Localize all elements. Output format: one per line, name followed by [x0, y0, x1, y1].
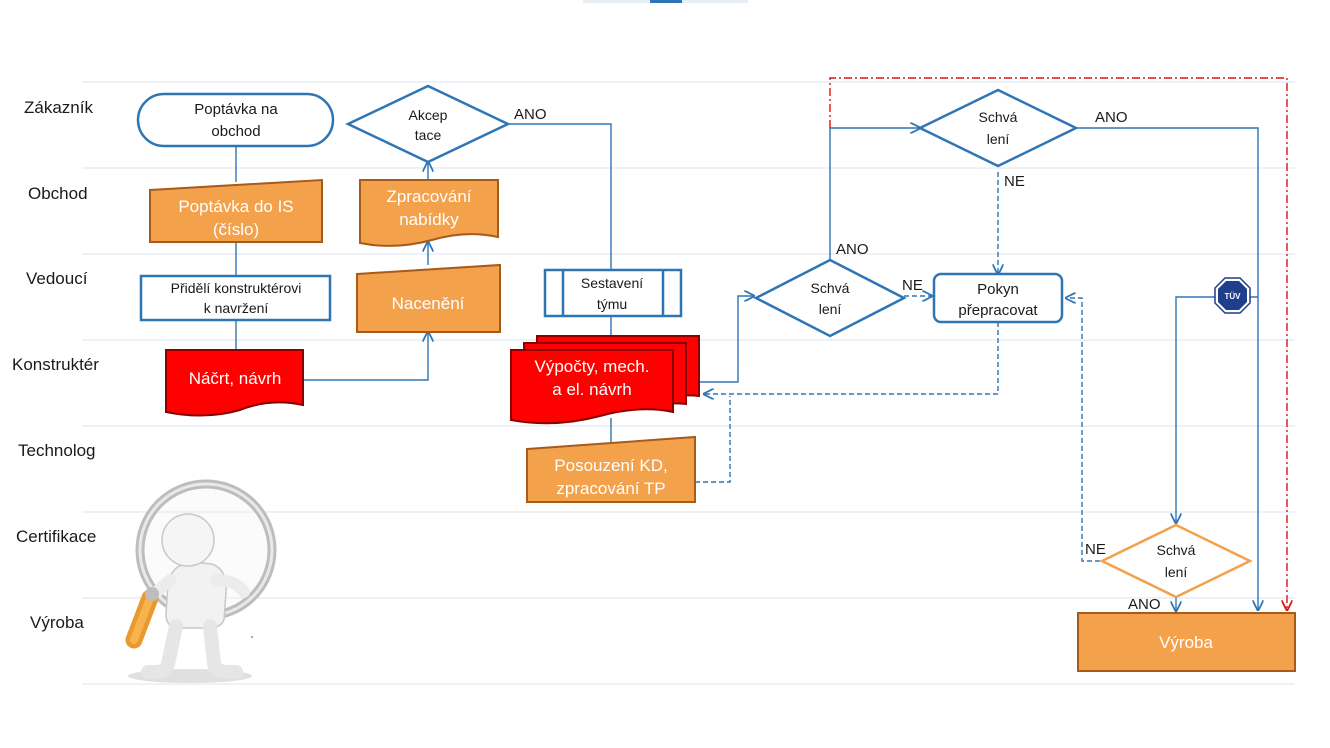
- node-prideli-line2: k navržení: [204, 300, 269, 316]
- node-vypocty-line1: Výpočty, mech.: [535, 357, 650, 376]
- node-zpracovani-line2: nabídky: [399, 210, 459, 229]
- label-schvaleni-k-ne: NE: [902, 277, 923, 294]
- node-pokyn-line2: přepracovat: [958, 302, 1038, 319]
- label-schvaleni-c-ne: NE: [1085, 541, 1106, 558]
- node-schvaleni-k-line2: lení: [819, 301, 842, 317]
- node-poptavka-do-is: Poptávka do IS (číslo): [149, 178, 323, 243]
- node-poptavka-na-obchod-line2: obchod: [211, 123, 260, 140]
- edge-schvaleni-c-ne: [1066, 298, 1100, 562]
- node-sestaveni-tymu: Sestavení týmu: [543, 268, 683, 318]
- edge-akceptace-to-sestaveni: [508, 123, 612, 270]
- edge-tuv-to-schvaleni-c: [1176, 296, 1258, 523]
- node-schvaleni-certifikace: Schvá lení: [1099, 523, 1253, 599]
- node-poptavka-na-obchod: Poptávka na obchod: [136, 92, 335, 148]
- node-akceptace-line1: Akcep: [409, 107, 448, 123]
- magnifying-glass-figure-icon: [125, 479, 277, 683]
- edge-red-dashdot: [829, 77, 1287, 610]
- node-zpracovani-nabidky: Zpracování nabídky: [359, 179, 499, 247]
- node-prideli-line1: Přidělí konstruktérovi: [171, 280, 302, 296]
- node-schvaleni-zakaznik: Schvá lení: [917, 88, 1079, 168]
- lane-label-vedouci: Vedoucí: [26, 269, 88, 288]
- label-schvaleni-k-ano: ANO: [836, 241, 869, 258]
- tuv-badge: TÜV: [1214, 277, 1251, 314]
- node-pokyn-line1: Pokyn: [977, 281, 1019, 298]
- node-akceptace-line2: tace: [415, 127, 442, 143]
- node-sestaveni-line1: Sestavení: [581, 275, 643, 291]
- node-naceneni-label: Nacenění: [392, 294, 465, 313]
- label-schvaleni-z-ne: NE: [1004, 173, 1025, 190]
- node-akceptace: Akcep tace: [345, 84, 511, 164]
- node-poptavka-do-is-line1: Poptávka do IS: [178, 197, 293, 216]
- node-pokyn-prepracovat: Pokyn přepracovat: [932, 272, 1064, 324]
- edge-nacrt-to-naceneni: [303, 332, 428, 381]
- lane-label-zakaznik: Zákazník: [24, 98, 93, 117]
- lane-label-obchod: Obchod: [28, 184, 88, 203]
- edge-pokyn-to-vypocty: [704, 322, 999, 394]
- node-nacrt-navrh-label: Náčrt, návrh: [189, 369, 282, 388]
- node-prideli-konstrukterovi: Přidělí konstruktérovi k navržení: [139, 274, 332, 322]
- label-schvaleni-c-ano: ANO: [1128, 596, 1161, 613]
- node-vyroba-label: Výroba: [1159, 633, 1213, 652]
- node-vyroba: Výroba: [1077, 612, 1296, 672]
- lane-label-vyroba: Výroba: [30, 613, 84, 632]
- edge-vypocty-to-schvaleni: [700, 296, 754, 383]
- node-vypocty: Výpočty, mech. a el. návrh: [510, 335, 700, 425]
- node-zpracovani-line1: Zpracování: [386, 187, 471, 206]
- edge-schvaleni-z-ano: [1076, 127, 1258, 610]
- node-posouzeni-line2: zpracování TP: [556, 479, 665, 498]
- node-schvaleni-c-line1: Schvá: [1157, 542, 1196, 558]
- dot-mark: [251, 636, 253, 638]
- node-schvaleni-konstrukter: Schvá lení: [753, 258, 907, 338]
- node-nacrt-navrh: Náčrt, návrh: [165, 349, 304, 417]
- dashed-connectors: [695, 172, 1100, 562]
- lane-label-konstrukter: Konstruktér: [12, 355, 99, 374]
- node-posouzeni-kd: Posouzení KD, zpracování TP: [526, 435, 696, 503]
- node-poptavka-do-is-line2: (číslo): [213, 220, 259, 239]
- tuv-badge-text: TÜV: [1225, 292, 1242, 301]
- node-schvaleni-z-line1: Schvá: [979, 109, 1018, 125]
- node-posouzeni-line1: Posouzení KD,: [554, 456, 667, 475]
- node-schvaleni-z-line2: lení: [987, 131, 1010, 147]
- lane-label-certifikace: Certifikace: [16, 527, 97, 546]
- edge-posouzeni-to-vypocty: [695, 396, 731, 483]
- lane-dividers: [82, 81, 1295, 685]
- node-schvaleni-c-line2: lení: [1165, 564, 1188, 580]
- top-tab: [583, 0, 748, 3]
- node-vypocty-line2: a el. návrh: [552, 380, 631, 399]
- label-akceptace-ano: ANO: [514, 106, 547, 123]
- node-schvaleni-k-line1: Schvá: [811, 280, 850, 296]
- node-poptavka-na-obchod-line1: Poptávka na: [194, 101, 278, 118]
- label-schvaleni-z-ano: ANO: [1095, 109, 1128, 126]
- lane-label-technolog: Technolog: [18, 441, 96, 460]
- node-naceneni: Nacenění: [356, 263, 501, 333]
- node-sestaveni-line2: týmu: [597, 296, 627, 312]
